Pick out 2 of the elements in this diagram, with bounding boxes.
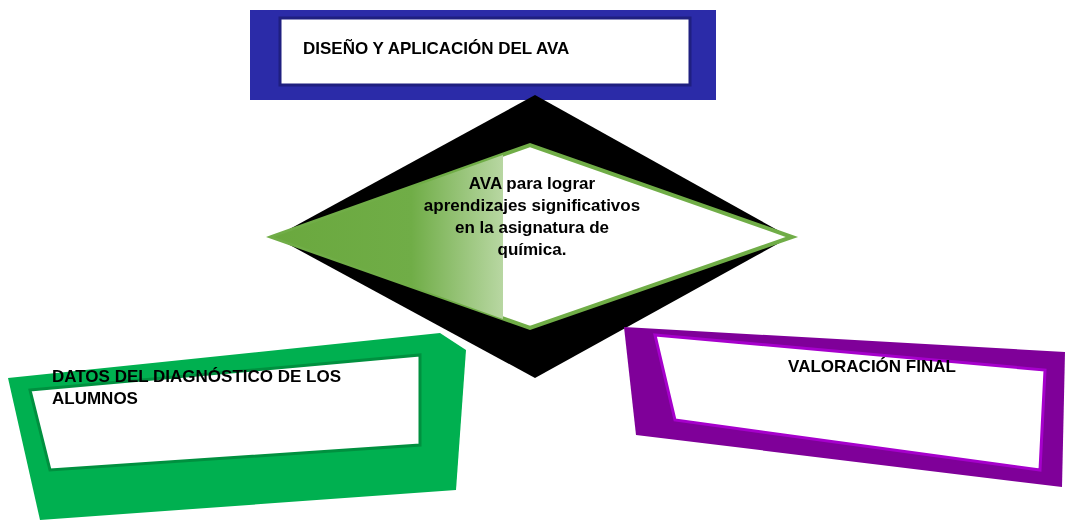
frame-title: DISEÑO Y APLICACIÓN DEL AVA (303, 38, 571, 60)
frame-title: VALORACIÓN FINAL (787, 356, 957, 378)
